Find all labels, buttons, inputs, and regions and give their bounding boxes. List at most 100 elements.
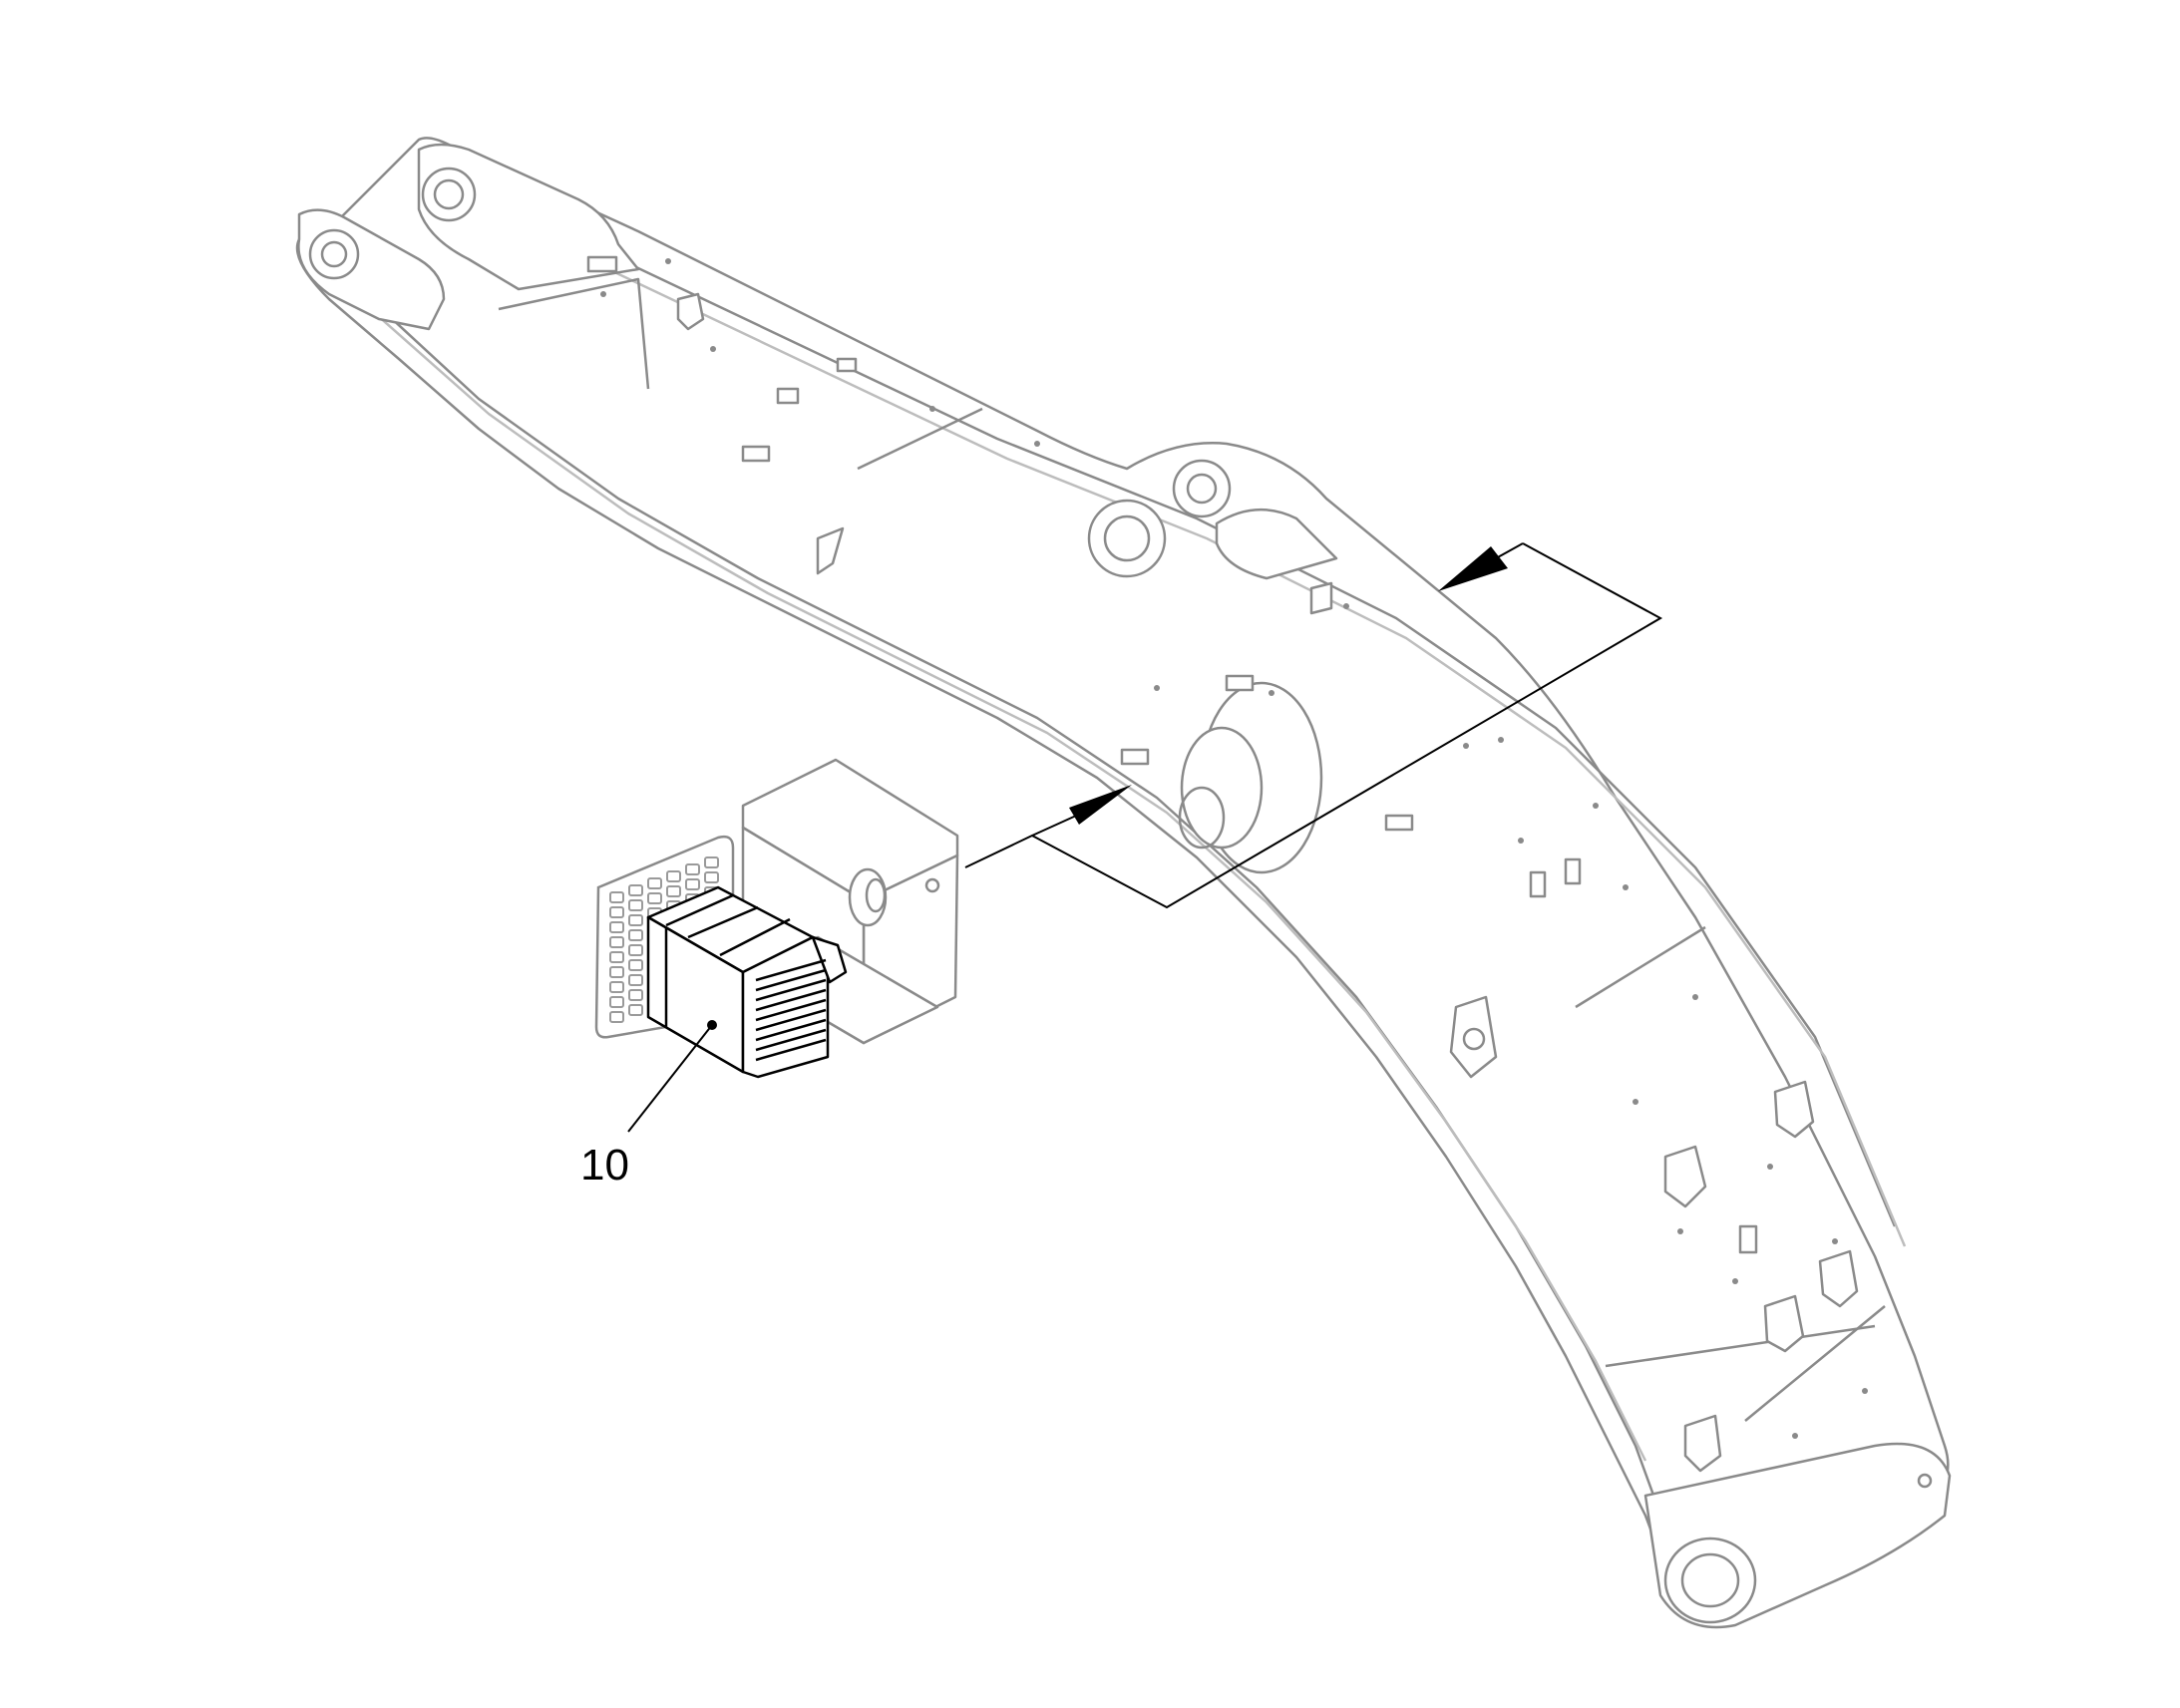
- grid-cell: [628, 974, 643, 986]
- module-top-band-2: [687, 905, 759, 939]
- detail-dot: [1034, 441, 1040, 447]
- boom-lower-edge-inner: [358, 298, 1647, 1462]
- detail-dot: [665, 258, 671, 264]
- grid-cell: [685, 878, 700, 890]
- detail-dot: [1862, 1388, 1868, 1394]
- detail-dot: [1623, 884, 1629, 890]
- module-top-band: [665, 893, 734, 927]
- bracket-c: [836, 357, 858, 373]
- detail-dot: [1154, 685, 1160, 691]
- callout-10-label: 10: [580, 1141, 629, 1190]
- cylinder-mount-bore: [1178, 786, 1226, 850]
- bracket-i: [1564, 857, 1582, 885]
- bracket-k: [676, 292, 705, 331]
- arrow-head-icon: [1438, 546, 1508, 591]
- clamp-3: [1763, 1294, 1805, 1353]
- lower-gusset: [1449, 995, 1498, 1079]
- grid-cell: [609, 966, 624, 978]
- grid-cell: [666, 870, 681, 882]
- pivot-bracket: [1215, 508, 1338, 580]
- grid-cell: [609, 951, 624, 963]
- detail-dot: [1832, 1238, 1838, 1244]
- grid-cell: [609, 1011, 624, 1023]
- grid-cell: [609, 891, 624, 903]
- grid-cell: [647, 892, 662, 904]
- clamp-4: [1818, 1249, 1859, 1308]
- cooling-fin: [755, 1038, 827, 1062]
- panel-seam-5: [1744, 1305, 1886, 1422]
- leader-line-upper-arrow: [1495, 542, 1524, 559]
- grid-cell: [628, 1004, 643, 1016]
- detail-dot: [1593, 803, 1599, 809]
- panel-seam-3: [1575, 925, 1706, 1009]
- detail-dot: [1732, 1278, 1738, 1284]
- grid-cell: [609, 906, 624, 918]
- clamp-5: [1683, 1414, 1722, 1473]
- bracket-f: [1120, 748, 1150, 766]
- module-cooling-fins: [755, 958, 827, 1062]
- mid-pivot-boss-inner: [1103, 514, 1151, 562]
- cooling-fin: [755, 1018, 827, 1042]
- bracket-e: [1225, 674, 1255, 692]
- arrow-heads: [1069, 546, 1508, 825]
- grid-cell: [704, 856, 719, 868]
- bracket-clip-inner: [865, 877, 887, 913]
- grid-cell: [628, 959, 643, 971]
- grid-cell: [647, 877, 662, 889]
- grid-cell: [609, 921, 624, 933]
- fork-pin-hole-lower: [308, 228, 360, 280]
- callout-10-leader: [627, 1024, 713, 1133]
- bracket-bolt-hole: [924, 877, 940, 893]
- detail-dot: [1498, 737, 1504, 743]
- cooling-fin: [755, 978, 827, 1002]
- gusset-fin: [816, 526, 845, 575]
- cooling-fin: [755, 1028, 827, 1052]
- detail-dot: [1677, 1228, 1683, 1234]
- grid-cell: [628, 899, 643, 911]
- grid-cell: [628, 944, 643, 956]
- detail-dot: [1792, 1433, 1798, 1439]
- bracket-d: [741, 445, 771, 463]
- detail-dot: [1343, 603, 1349, 609]
- grid-cell: [628, 914, 643, 926]
- bracket-b: [776, 387, 800, 405]
- bottom-pivot-hole-inner: [1680, 1552, 1740, 1608]
- grid-cell: [666, 885, 681, 897]
- fork-pin-hole-upper: [421, 167, 477, 222]
- electronic-module: [646, 885, 848, 1079]
- detail-dot: [600, 291, 606, 297]
- lower-gusset-hole: [1462, 1027, 1486, 1051]
- bottom-boss-bolt: [1917, 1473, 1933, 1489]
- cooling-fin: [755, 958, 827, 982]
- callout-10: 10: [580, 1020, 717, 1190]
- top-pivot-boss: [1172, 459, 1232, 518]
- bracket-g: [1384, 814, 1414, 832]
- leader-line-to-boom-lower: [964, 542, 1663, 909]
- fork-pin-hole-lower-inner: [320, 240, 348, 268]
- detail-dot: [1692, 994, 1698, 1000]
- bracket-h: [1529, 870, 1547, 898]
- mid-pivot-boss: [1087, 499, 1167, 578]
- bracket-a: [586, 255, 618, 273]
- panel-seam-4: [1605, 1324, 1876, 1368]
- detail-dot: [929, 406, 935, 412]
- detail-dot: [1633, 1099, 1638, 1105]
- grid-cell: [628, 929, 643, 941]
- grid-cell: [628, 989, 643, 1001]
- cylinder-mount-barrel: [1180, 726, 1264, 850]
- grid-cell: [704, 871, 719, 883]
- arrow-head-icon: [1069, 785, 1132, 825]
- grid-cell: [685, 863, 700, 875]
- cooling-fin: [755, 1008, 827, 1032]
- boom-detail-dots: [600, 258, 1868, 1439]
- bracket-j: [1738, 1224, 1758, 1254]
- cooling-fin: [755, 988, 827, 1012]
- boom-fork-lower: [297, 208, 446, 331]
- detail-dot: [1463, 743, 1469, 749]
- top-pivot-boss-inner: [1186, 473, 1218, 505]
- callout-10-dot: [707, 1020, 717, 1030]
- detail-dot: [710, 346, 716, 352]
- module-top-band-3: [719, 917, 791, 957]
- grid-cell: [609, 996, 624, 1008]
